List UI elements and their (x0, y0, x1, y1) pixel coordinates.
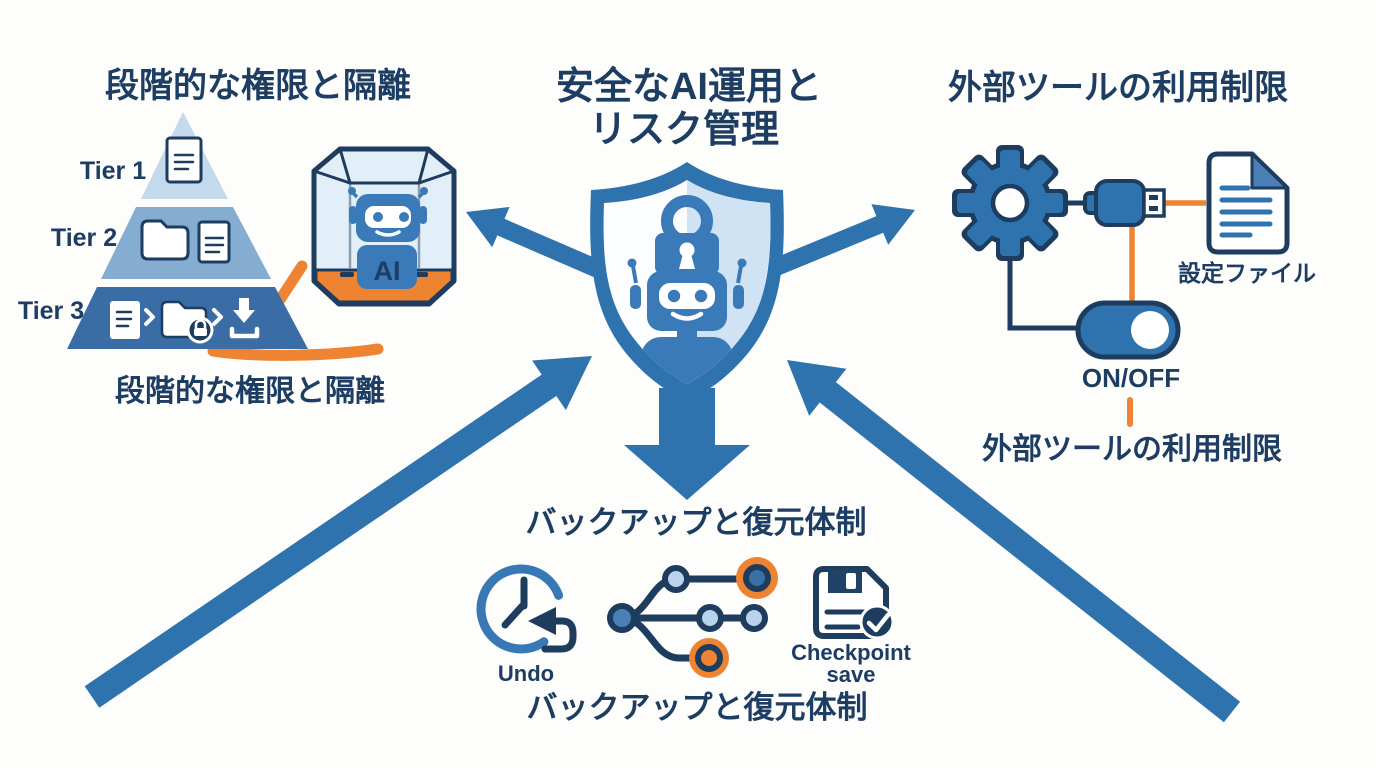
shield-icon (590, 162, 784, 401)
main-title-line1: 安全なAI運用と (556, 65, 822, 108)
ai-robot-icon: AI (348, 187, 428, 289)
arrow-up-right (770, 204, 915, 277)
tier1-label: Tier 1 (80, 157, 146, 185)
ai-label: AI (374, 256, 401, 286)
gear-icon (952, 145, 1068, 261)
gear-to-toggle-connector (1007, 255, 1076, 331)
chevron-right-icon (212, 308, 223, 326)
backup-caption: バックアップと復元体制 (527, 690, 868, 725)
tier2-label: Tier 2 (51, 224, 117, 252)
usb-plug-icon (1083, 179, 1166, 227)
floppy-save-icon (813, 566, 895, 640)
arrow-from-bottom-right (787, 360, 1241, 723)
tools-title: 外部ツールの利用制限 (948, 69, 1288, 107)
check-icon (859, 604, 895, 640)
permissions-caption: 段階的な権限と隔離 (115, 374, 385, 408)
arrow-up-left (466, 206, 604, 279)
tools-caption: 外部ツールの利用制限 (982, 432, 1282, 466)
checkpoint-label-line1: Checkpoint (791, 640, 911, 665)
checkpoint-label-line2: save (827, 662, 876, 687)
locked-folder-icon (160, 300, 214, 344)
robot-lock-icon (627, 195, 747, 384)
tier3-label: Tier 3 (18, 297, 84, 325)
backup-title: バックアップと復元体制 (526, 505, 867, 540)
download-icon (229, 298, 260, 339)
permissions-title: 段階的な権限と隔離 (105, 66, 411, 105)
config-file-icon (1206, 151, 1290, 255)
undo-clock-icon (476, 564, 577, 654)
arrow-from-bottom-left (84, 356, 592, 708)
version-branch-icon (607, 557, 778, 678)
toggle-label: ON/OFF (1082, 363, 1180, 393)
undo-label: Undo (498, 661, 554, 686)
config-file-label: 設定ファイル (1178, 260, 1316, 286)
chevron-right-icon (144, 308, 155, 326)
document-icon (110, 301, 140, 339)
folder-icon (140, 219, 190, 261)
ai-glass-case-icon: AI (311, 146, 457, 307)
toggle-switch (1075, 300, 1181, 360)
document-icon (165, 136, 203, 184)
arrow-down (624, 388, 750, 500)
main-title-line2: リスク管理 (589, 109, 779, 151)
document-icon (197, 220, 231, 264)
permissions-pyramid (67, 112, 308, 349)
